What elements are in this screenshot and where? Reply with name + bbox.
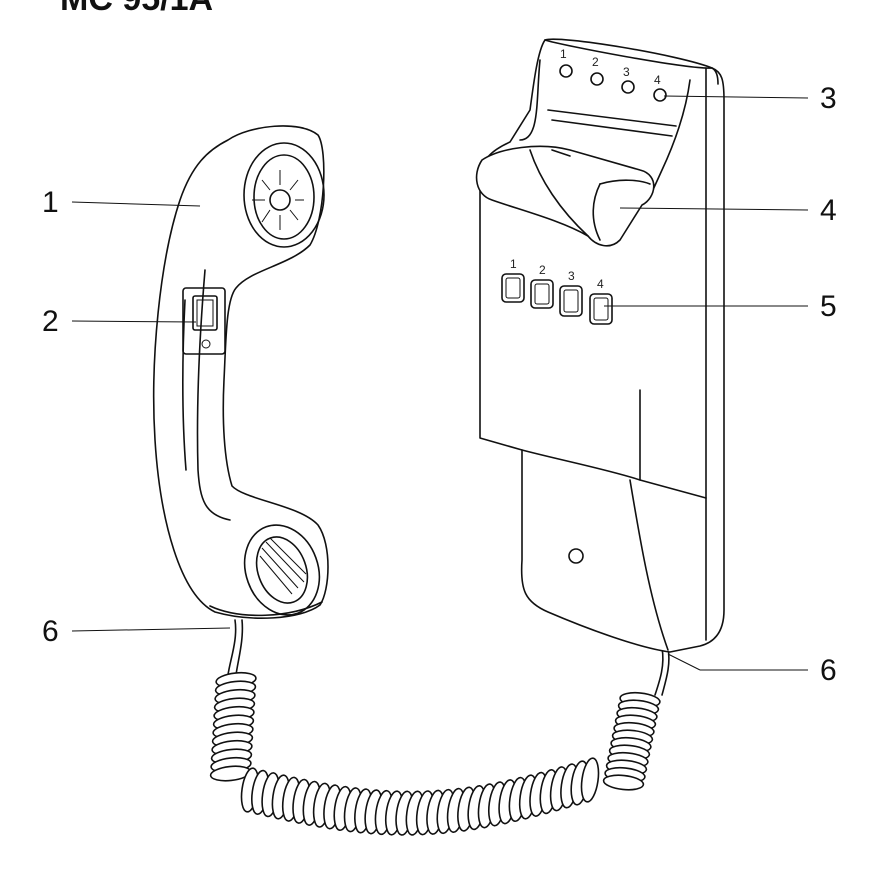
- wall-unit: 1 2 3 4 1 2 3 4: [475, 38, 725, 653]
- callout-label-6b: 6: [820, 654, 837, 687]
- callout-label-2: 2: [42, 305, 59, 338]
- selector-keys: 1 2 3 4: [501, 257, 613, 325]
- handset-button: [182, 287, 226, 355]
- callout-label-3: 3: [820, 82, 837, 115]
- lamp-number-1: 1: [560, 47, 567, 61]
- callout-label-4: 4: [820, 194, 837, 227]
- mounting-screw-icon: [568, 548, 584, 564]
- callout-label-1: 1: [42, 186, 59, 219]
- callout-label-6a: 6: [42, 615, 59, 648]
- callout-handset: 1: [42, 186, 201, 219]
- cord-coil: [580, 757, 600, 803]
- callout-indicator-lamps: 3: [663, 82, 837, 115]
- callout-label-5: 5: [820, 290, 837, 323]
- key-number-1: 1: [510, 257, 517, 271]
- key-number-3: 3: [568, 269, 575, 283]
- key-number-2: 2: [539, 263, 546, 277]
- callout-handset-cradle: 4: [619, 194, 837, 227]
- callout-handset-button: 2: [42, 305, 197, 338]
- lamp-number-2: 2: [592, 55, 599, 69]
- handset: [152, 125, 329, 619]
- coiled-cord: [209, 619, 670, 836]
- callout-selector-keys: 5: [604, 290, 837, 323]
- callout-cord-base: 6: [667, 653, 837, 687]
- lamp-number-3: 3: [623, 65, 630, 79]
- earpiece-icon: [252, 170, 304, 230]
- callout-cord-handset: 6: [42, 615, 231, 648]
- key-number-4: 4: [597, 277, 604, 291]
- cord-coil: [602, 774, 645, 791]
- diagram-title: MC 95/1A: [60, 0, 213, 18]
- indicator-lamps: 1 2 3 4: [559, 47, 667, 102]
- lamp-number-4: 4: [654, 73, 661, 87]
- handset-cradle: [475, 145, 655, 247]
- mouthpiece-icon: [243, 524, 321, 616]
